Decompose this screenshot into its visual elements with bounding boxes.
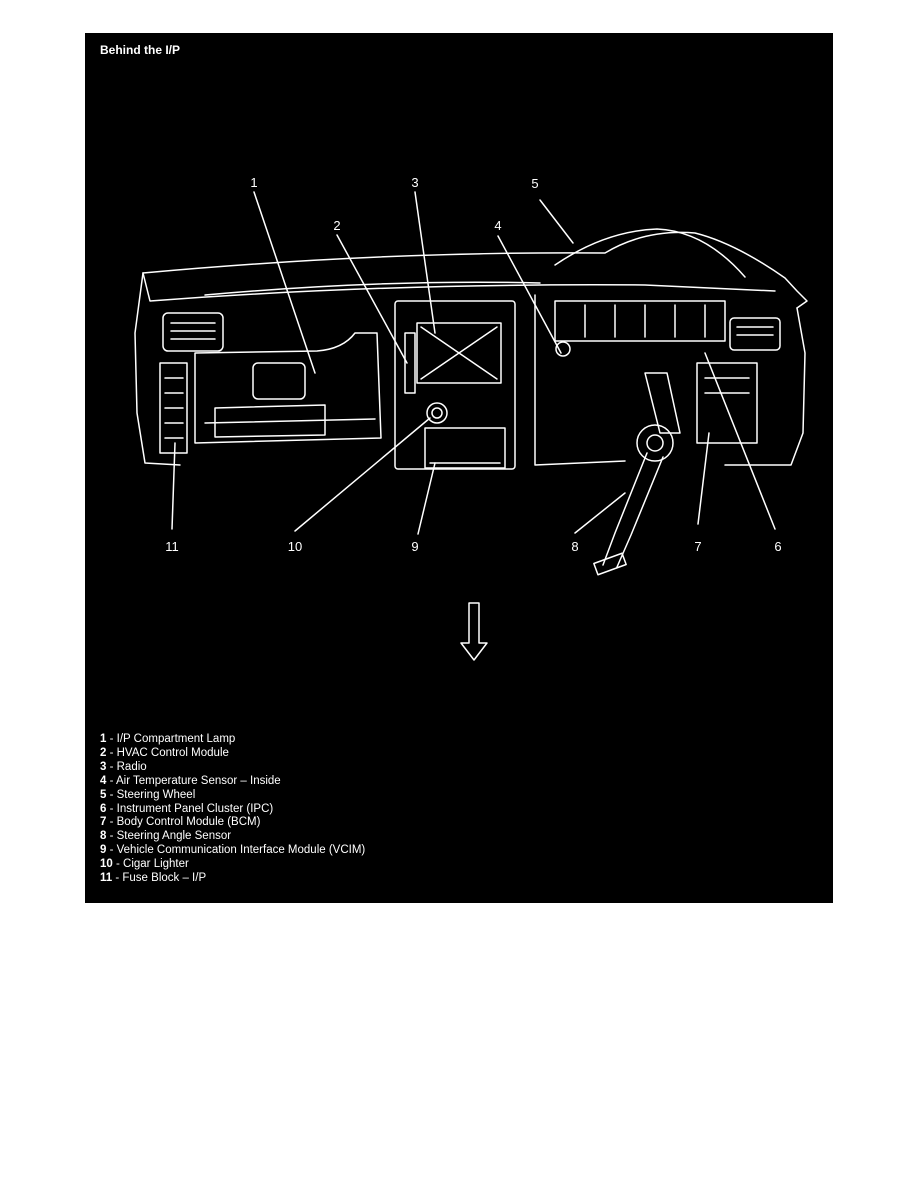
right-end-cap xyxy=(724,307,806,466)
legend-number: 7 xyxy=(100,816,107,829)
callout-11: 11 xyxy=(165,539,179,554)
legend-item: 7 - Body Control Module (BCM) xyxy=(100,816,365,830)
legend-item: 5 - Steering Wheel xyxy=(100,789,365,803)
legend-item: 1 - I/P Compartment Lamp xyxy=(100,733,365,747)
callout-4: 4 xyxy=(494,218,501,233)
legend-item: 2 - HVAC Control Module xyxy=(100,747,365,761)
instrument-panel-cluster xyxy=(554,300,726,342)
right-vent xyxy=(729,317,781,351)
center-stack-frame xyxy=(394,300,516,470)
steering-shaft xyxy=(602,452,664,568)
legend-text: - Radio xyxy=(106,760,147,773)
legend-item: 9 - Vehicle Communication Interface Modu… xyxy=(100,844,365,858)
callout-8: 8 xyxy=(571,539,578,554)
legend-number: 4 xyxy=(100,774,107,787)
leader-4 xyxy=(497,235,562,354)
legend-text: - Steering Wheel xyxy=(106,788,196,801)
dash-top-outline xyxy=(142,231,808,309)
leader-8 xyxy=(574,492,626,534)
down-arrow-icon xyxy=(460,602,488,661)
legend-number: 2 xyxy=(100,746,107,759)
dash-front-edge xyxy=(142,272,776,302)
legend-text: - I/P Compartment Lamp xyxy=(106,733,236,745)
leader-6 xyxy=(704,352,776,530)
figure-title: Behind the I/P xyxy=(100,43,181,57)
legend-number: 11 xyxy=(100,872,113,885)
vcim-module xyxy=(424,427,506,469)
legend-number: 3 xyxy=(100,760,107,773)
legend-text: - Vehicle Communication Interface Module… xyxy=(106,844,366,857)
callout-1: 1 xyxy=(250,175,257,190)
leader-7 xyxy=(697,432,710,525)
legend-number: 1 xyxy=(100,733,107,745)
callout-2: 2 xyxy=(333,218,340,233)
leader-3 xyxy=(414,191,436,334)
steering-wheel-hood xyxy=(554,228,746,278)
callout-7: 7 xyxy=(694,539,701,554)
legend-number: 6 xyxy=(100,802,107,815)
hvac-control-module xyxy=(404,332,416,394)
legend-number: 8 xyxy=(100,830,107,843)
leader-11 xyxy=(171,442,176,530)
legend-text: - HVAC Control Module xyxy=(106,746,229,759)
radio-unit xyxy=(416,322,502,384)
legend-text: - Body Control Module (BCM) xyxy=(106,816,261,829)
legend-item: 3 - Radio xyxy=(100,761,365,775)
air-temp-sensor xyxy=(555,341,571,357)
legend-number: 10 xyxy=(100,858,113,871)
leader-9 xyxy=(417,462,436,535)
callout-6: 6 xyxy=(774,539,781,554)
legend-text: - Instrument Panel Cluster (IPC) xyxy=(106,802,274,815)
callout-numbers: 1 2 3 4 5 6 7 8 9 10 11 xyxy=(165,175,781,554)
steering-angle-sensor xyxy=(636,424,674,462)
callout-10: 10 xyxy=(288,539,302,554)
left-vent xyxy=(162,312,224,352)
ip-compartment-lamp xyxy=(252,362,306,400)
cigar-lighter xyxy=(426,402,448,424)
glove-box-opening xyxy=(194,332,382,444)
legend-number: 9 xyxy=(100,844,107,857)
legend-text: - Steering Angle Sensor xyxy=(106,830,232,843)
leader-1 xyxy=(253,191,316,374)
legend-item: 6 - Instrument Panel Cluster (IPC) xyxy=(100,803,365,817)
body-control-module xyxy=(696,362,758,444)
leader-5 xyxy=(539,199,574,244)
right-dash-lower xyxy=(534,294,626,466)
legend-number: 5 xyxy=(100,788,107,801)
legend-text: - Fuse Block – I/P xyxy=(112,872,207,885)
diagram-figure: Behind the I/P xyxy=(85,33,833,903)
left-end-cap xyxy=(134,272,181,466)
dash-ridge xyxy=(204,281,541,296)
legend-text: - Cigar Lighter xyxy=(112,858,189,871)
steering-column xyxy=(644,372,681,434)
callout-9: 9 xyxy=(411,539,418,554)
fuse-block xyxy=(159,362,188,454)
legend-item: 10 - Cigar Lighter xyxy=(100,858,365,872)
legend-item: 4 - Air Temperature Sensor – Inside xyxy=(100,775,365,789)
leader-10 xyxy=(294,417,431,532)
callout-3: 3 xyxy=(411,175,418,190)
leader-2 xyxy=(336,234,408,364)
legend-item: 8 - Steering Angle Sensor xyxy=(100,830,365,844)
callout-5: 5 xyxy=(531,176,538,191)
legend-text: - Air Temperature Sensor – Inside xyxy=(106,774,281,787)
legend-item: 11 - Fuse Block – I/P xyxy=(100,872,365,886)
dashboard-drawing: 1 2 3 4 5 6 7 8 9 10 11 xyxy=(134,175,808,661)
